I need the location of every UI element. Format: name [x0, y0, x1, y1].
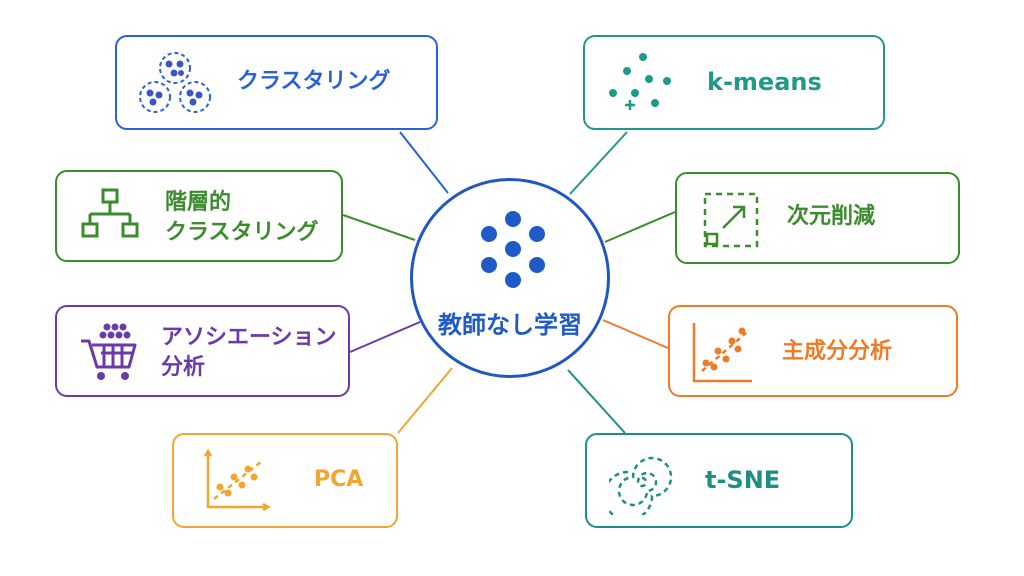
connector-pca-en	[397, 367, 453, 434]
scatter-trend-icon	[203, 448, 270, 512]
kmeans-points-icon	[609, 53, 671, 110]
node-association[interactable]: アソシエーション 分析	[55, 305, 350, 397]
node-dimred-label: 次元削減	[787, 204, 876, 229]
node-dimred[interactable]: 次元削減	[675, 172, 960, 264]
node-kmeans[interactable]: k-means	[583, 35, 885, 130]
node-pca-jp-label: 主成分分析	[782, 339, 893, 364]
scatter-trend-icon	[692, 323, 752, 383]
connector-hierarchical	[342, 214, 416, 241]
node-clustering-label: クラスタリング	[237, 69, 391, 94]
spiral-icon	[609, 456, 673, 515]
connector-kmeans	[569, 131, 628, 195]
connector-dimred	[604, 211, 676, 243]
dimension-reduction-icon	[703, 192, 759, 248]
node-association-label-2: 分析	[161, 355, 206, 380]
shopping-cart-icon	[81, 323, 137, 380]
center-label: 教師なし学習	[438, 311, 582, 339]
connector-association	[349, 321, 421, 353]
dots-cluster-icon	[481, 211, 545, 288]
node-hierarchical[interactable]: 階層的 クラスタリング	[55, 170, 343, 262]
node-hierarchical-label-2: クラスタリング	[165, 220, 319, 245]
node-association-label-1: アソシエーション	[161, 325, 337, 350]
node-tsne-label: t-SNE	[705, 466, 781, 494]
center-node[interactable]: 教師なし学習	[410, 178, 610, 378]
node-pca-en-label: PCA	[314, 467, 364, 492]
clusters-icon	[139, 52, 211, 113]
node-pca-en[interactable]: PCA	[172, 433, 398, 528]
node-clustering[interactable]: クラスタリング	[115, 35, 438, 130]
hierarchy-tree-icon	[81, 188, 139, 238]
node-tsne[interactable]: t-SNE	[585, 433, 853, 528]
connector-pca-jp	[602, 319, 669, 349]
node-hierarchical-label-1: 階層的	[165, 190, 232, 215]
connector-clustering	[399, 131, 449, 194]
node-pca-jp[interactable]: 主成分分析	[668, 305, 958, 397]
connector-tsne	[567, 369, 626, 434]
node-kmeans-label: k-means	[707, 68, 822, 96]
